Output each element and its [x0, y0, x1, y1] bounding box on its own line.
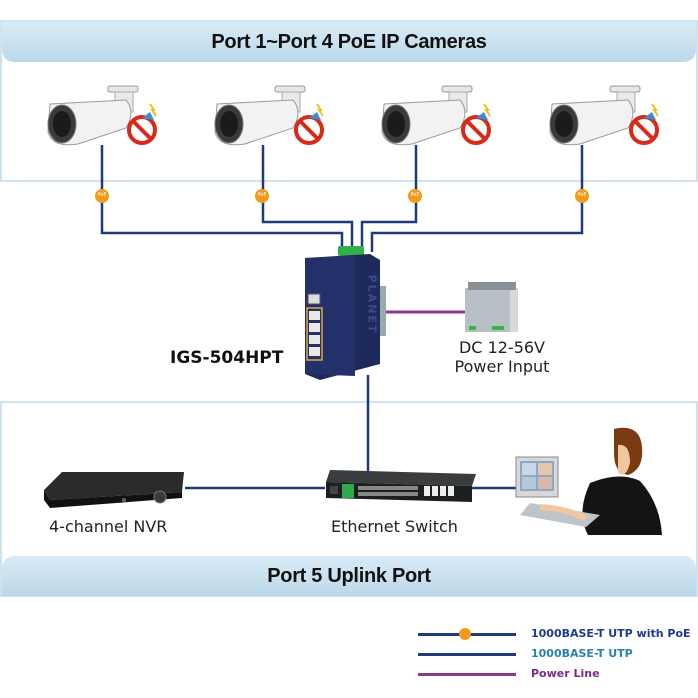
- poe-badge-camera-2: PoE: [257, 192, 267, 198]
- legend-line-utp: [418, 653, 516, 656]
- legend-item-power-line: Power Line: [415, 666, 698, 684]
- ethernet-switch-label: Ethernet Switch: [331, 517, 458, 536]
- legend-label-power-line: Power Line: [531, 667, 600, 680]
- ip-camera-1: [38, 82, 168, 157]
- utp-poe-line-camera-4: [370, 145, 584, 252]
- poe-badge-camera-4: PoE: [577, 192, 587, 198]
- top-section-title: Port 1~Port 4 PoE IP Cameras: [211, 30, 487, 53]
- legend-poe-badge-icon: [459, 628, 471, 640]
- legend-label-utp-poe: 1000BASE-T UTP with PoE: [531, 627, 691, 640]
- igs-504hpt-switch: [300, 246, 390, 381]
- power-voltage-text: DC 12-56V: [458, 338, 545, 357]
- legend: 1000BASE-T UTP with PoE 1000BASE-T UTP P…: [415, 626, 698, 686]
- bottom-section-title-band: Port 5 Uplink Port: [2, 556, 696, 596]
- ip-camera-icon: [549, 85, 659, 146]
- nvr-device: [42, 470, 187, 510]
- ip-camera-3: [372, 82, 502, 157]
- power-supply-icon: [465, 282, 518, 332]
- poe-badge-camera-1: PoE: [97, 192, 107, 198]
- industrial-switch-icon: [305, 246, 386, 380]
- ip-camera-2: [205, 82, 335, 157]
- legend-item-utp-poe: 1000BASE-T UTP with PoE: [415, 626, 698, 644]
- nvr-label: 4-channel NVR: [49, 517, 168, 536]
- ethernet-switch-device: [322, 470, 476, 506]
- ip-camera-icon: [214, 85, 324, 146]
- top-section-title-band: Port 1~Port 4 PoE IP Cameras: [2, 22, 696, 62]
- legend-label-utp: 1000BASE-T UTP: [531, 647, 633, 660]
- utp-poe-line-camera-3: [360, 145, 418, 252]
- nvr-icon: [44, 472, 184, 508]
- legend-line-power: [418, 673, 516, 676]
- power-input-text: Power Input: [454, 357, 550, 376]
- ip-camera-4: [540, 82, 670, 157]
- rack-switch-icon: [326, 470, 476, 502]
- user-with-laptop: [510, 423, 670, 538]
- poe-badge: [95, 189, 589, 203]
- switch-model-label: IGS-504HPT: [170, 348, 284, 368]
- bottom-section-title: Port 5 Uplink Port: [267, 564, 431, 587]
- legend-item-utp: 1000BASE-T UTP: [415, 646, 698, 664]
- utp-poe-line-camera-1: [100, 145, 344, 252]
- ip-camera-icon: [381, 85, 491, 146]
- ip-camera-icon: [47, 85, 157, 146]
- switch-brand-text: PLANET: [365, 274, 379, 335]
- person-laptop-icon: [515, 427, 662, 535]
- power-supply-unit: [465, 282, 520, 337]
- utp-poe-line-camera-2: [261, 145, 354, 252]
- power-input-label: DC 12-56V Power Input: [442, 338, 562, 376]
- poe-badge-camera-3: PoE: [410, 192, 420, 198]
